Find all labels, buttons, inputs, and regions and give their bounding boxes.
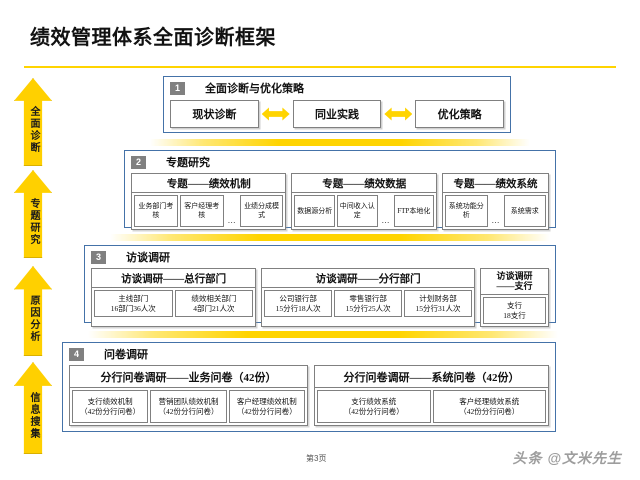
group-title: 访谈调研——总行部门 (92, 269, 256, 288)
title-underline-rule (24, 66, 616, 68)
section-2-group-row: 专题——绩效机制 业务部门考核 客户经理考核 … 业绩分成模式 专题——绩效数据… (131, 173, 549, 230)
box-current-diagnosis[interactable]: 现状诊断 (170, 100, 259, 128)
section-title: 全面诊断与优化策略 (205, 83, 304, 95)
ellipsis-icon: … (491, 216, 500, 225)
watermark-label: 头条 @文米先生 (512, 450, 622, 466)
group-title: 访谈调研——分行部门 (262, 269, 474, 288)
stage-arrow-1[interactable]: 全面诊断 (14, 78, 54, 168)
leaf-item[interactable]: 系统功能分析 (445, 195, 488, 227)
stage-arrow-label: 全面诊断 (28, 106, 39, 154)
page-title: 绩效管理体系全面诊断框架 (30, 27, 276, 49)
group-system-questionnaire: 分行问卷调研——系统问卷（42份） 支行绩效系统（42份分行问卷） 客户经理绩效… (313, 365, 549, 426)
leaf-item[interactable]: 客户经理绩效机制（42份分行问卷） (228, 390, 305, 423)
section-number-badge: 3 (91, 250, 106, 264)
separator-glow-1 (150, 139, 530, 146)
stage-arrow-label: 信息搜集 (28, 392, 39, 440)
group-body: 系统功能分析 … 系统需求 (443, 193, 548, 229)
stage-arrow-3[interactable]: 原因分析 (14, 266, 54, 358)
section-number-badge: 2 (131, 155, 146, 169)
leaf-item[interactable]: FTP本地化 (393, 195, 435, 227)
leaf-item[interactable]: 系统需求 (503, 195, 547, 227)
double-arrow-icon (384, 105, 413, 123)
stage-arrow-4[interactable]: 信息搜集 (14, 362, 54, 456)
leaf-item[interactable]: 数据源分析 (294, 195, 335, 227)
section-4-group-row: 分行问卷调研——业务问卷（42份） 支行绩效机制（42份分行问卷） 营销团队绩效… (69, 365, 549, 426)
separator-glow-2 (110, 234, 550, 241)
group-title: 专题——绩效系统 (443, 174, 548, 193)
stage-arrow-label: 原因分析 (28, 295, 39, 343)
ellipsis-icon: … (381, 216, 390, 225)
box-optimization-strategy[interactable]: 优化策略 (415, 100, 505, 128)
leaf-item[interactable]: 客户经理考核 (179, 195, 224, 227)
leaf-item[interactable]: 支行绩效机制（42份分行问卷） (72, 390, 149, 423)
group-title: 专题——绩效数据 (292, 174, 437, 193)
section-number-badge: 4 (69, 347, 84, 361)
leaf-item[interactable]: 支行绩效系统（42份分行问卷） (316, 390, 431, 423)
section-header: 4 问卷调研 (69, 347, 549, 361)
group-body: 支行绩效系统（42份分行问卷） 客户经理绩效系统（42份分行问卷） (315, 388, 548, 425)
section-header: 3 访谈调研 (91, 250, 549, 264)
group-body: 数据源分析 中间收入认定 … FTP本地化 (292, 193, 436, 229)
group-title: 分行问卷调研——系统问卷（42份） (314, 366, 548, 388)
section-number-badge: 1 (170, 81, 185, 95)
section-1-box-row: 现状诊断 同业实践 优化策略 (170, 99, 505, 129)
separator-glow-3 (88, 331, 558, 338)
section-questionnaire-research: 4 问卷调研 分行问卷调研——业务问卷（42份） 支行绩效机制（42份分行问卷）… (62, 342, 556, 432)
section-title: 专题研究 (166, 157, 210, 169)
leaf-item[interactable]: 客户经理绩效系统（42份分行问卷） (432, 390, 547, 423)
section-header: 1 全面诊断与优化策略 (170, 81, 504, 95)
double-arrow-icon (261, 105, 290, 123)
group-performance-data: 专题——绩效数据 数据源分析 中间收入认定 … FTP本地化 (291, 173, 438, 230)
stage-arrow-rail: 全面诊断 专题研究 原因分析 信息搜集 (10, 78, 58, 456)
group-title: 分行问卷调研——业务问卷（42份） (70, 366, 307, 388)
group-business-questionnaire: 分行问卷调研——业务问卷（42份） 支行绩效机制（42份分行问卷） 营销团队绩效… (69, 365, 308, 426)
group-body: 支行绩效机制（42份分行问卷） 营销团队绩效机制（42份分行问卷） 客户经理绩效… (70, 388, 307, 425)
section-topic-research: 2 专题研究 专题——绩效机制 业务部门考核 客户经理考核 … 业绩分成模式 专… (124, 150, 556, 230)
stage-arrow-2[interactable]: 专题研究 (14, 170, 54, 260)
group-body: 业务部门考核 客户经理考核 … 业绩分成模式 (132, 193, 285, 229)
section-full-diagnosis: 1 全面诊断与优化策略 现状诊断 同业实践 优化策略 (163, 76, 511, 133)
section-title: 问卷调研 (104, 349, 148, 361)
leaf-item[interactable]: 业务部门考核 (134, 195, 178, 227)
ellipsis-icon: … (227, 216, 236, 225)
leaf-item[interactable]: 业绩分成模式 (239, 195, 284, 227)
group-title: 专题——绩效机制 (132, 174, 286, 193)
leaf-item[interactable]: 营销团队绩效机制（42份分行问卷） (150, 390, 227, 423)
group-performance-system: 专题——绩效系统 系统功能分析 … 系统需求 (442, 173, 549, 230)
section-title: 访谈调研 (126, 252, 170, 264)
section-header: 2 专题研究 (131, 155, 549, 169)
stage-arrow-label: 专题研究 (28, 198, 39, 246)
group-performance-mechanism: 专题——绩效机制 业务部门考核 客户经理考核 … 业绩分成模式 (131, 173, 287, 230)
box-peer-practice[interactable]: 同业实践 (292, 100, 382, 128)
page-number: 第3页 (306, 454, 327, 463)
leaf-item[interactable]: 中间收入认定 (337, 195, 378, 227)
group-title: 访谈调研——支行 (480, 269, 548, 295)
